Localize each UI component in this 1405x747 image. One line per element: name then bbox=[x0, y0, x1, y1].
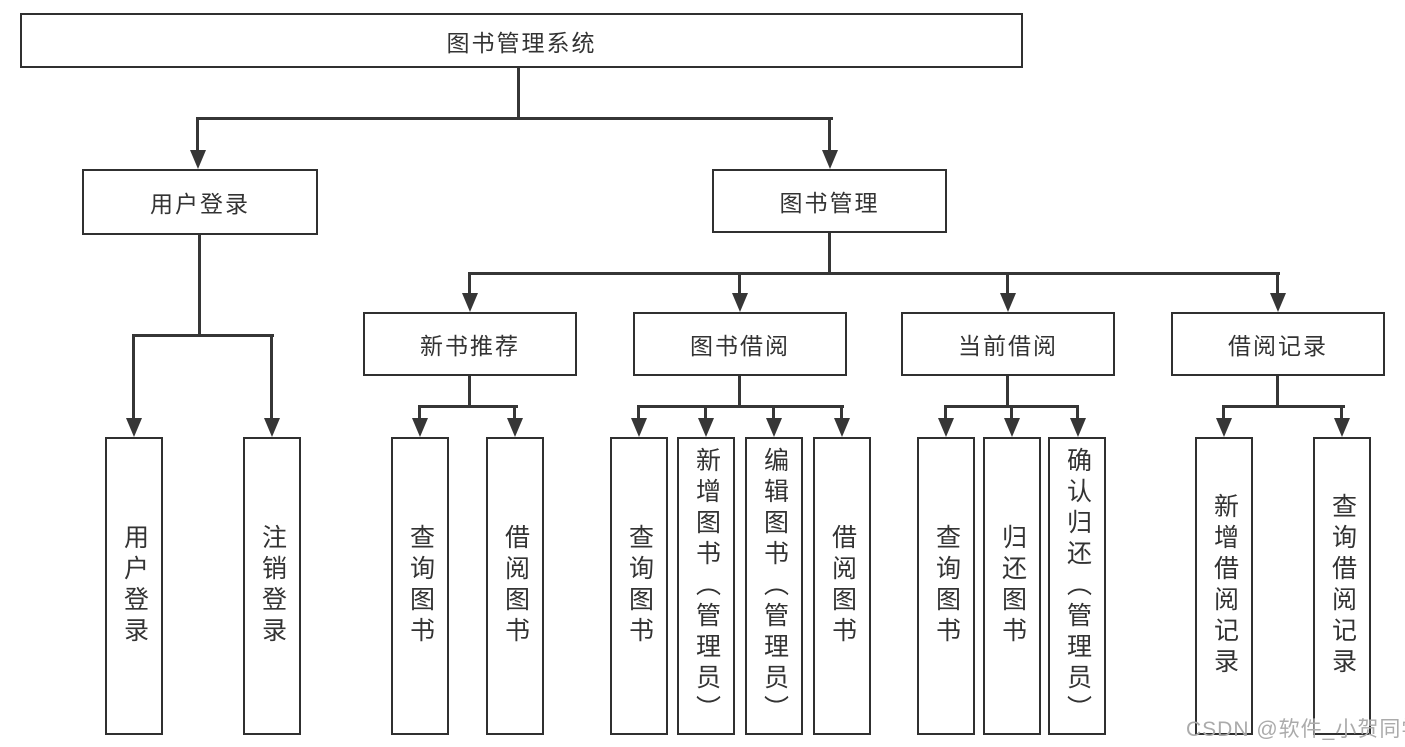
connector-root-stem bbox=[517, 68, 520, 118]
connector-stem-leaf bbox=[1340, 405, 1343, 421]
leaf-add-books-admin: 新增图书（管理员） bbox=[677, 437, 735, 735]
connector-stem-leaf bbox=[270, 334, 273, 419]
arrow-down-icon bbox=[1334, 418, 1350, 437]
node-current-borrowing: 当前借阅 bbox=[901, 312, 1115, 376]
connector-user-login-split bbox=[132, 334, 274, 337]
leaf-borrow-books-2-label: 借阅图书 bbox=[828, 524, 857, 648]
node-new-book-recommend: 新书推荐 bbox=[363, 312, 577, 376]
node-book-management: 图书管理 bbox=[712, 169, 947, 233]
arrow-down-icon bbox=[412, 418, 428, 437]
leaf-edit-books-admin-label: 编辑图书（管理员） bbox=[760, 446, 789, 726]
arrow-down-icon bbox=[834, 418, 850, 437]
watermark: CSDN @软件_小贺同学 bbox=[1186, 718, 1405, 741]
leaf-return-books-label: 归还图书 bbox=[998, 524, 1027, 648]
leaf-borrow-books-1-label: 借阅图书 bbox=[501, 524, 530, 648]
connector-group-stem bbox=[468, 376, 471, 408]
leaf-query-books-1-label: 查询图书 bbox=[406, 524, 435, 648]
leaf-edit-books-admin: 编辑图书（管理员） bbox=[745, 437, 803, 735]
arrow-down-icon bbox=[1004, 418, 1020, 437]
arrow-down-icon bbox=[822, 150, 838, 169]
connector-user-login-stem bbox=[198, 235, 201, 335]
connector-stem-new-book-recommend bbox=[468, 272, 471, 295]
connector-book-management-stem bbox=[828, 233, 831, 274]
arrow-down-icon bbox=[264, 418, 280, 437]
leaf-query-books-2-label: 查询图书 bbox=[625, 524, 654, 648]
leaf-add-books-admin-label: 新增图书（管理员） bbox=[692, 446, 721, 726]
node-book-borrowing: 图书借阅 bbox=[633, 312, 847, 376]
arrow-down-icon bbox=[1000, 293, 1016, 312]
connector-stem-leaf bbox=[132, 334, 135, 419]
connector-stem-leaf bbox=[1222, 405, 1225, 421]
leaf-add-borrow-record: 新增借阅记录 bbox=[1195, 437, 1253, 735]
connector-level1-split bbox=[197, 117, 833, 120]
arrow-down-icon bbox=[766, 418, 782, 437]
arrow-down-icon bbox=[698, 418, 714, 437]
arrow-down-icon bbox=[1070, 418, 1086, 437]
connector-stem-book-management bbox=[828, 117, 831, 151]
leaf-borrow-books-2: 借阅图书 bbox=[813, 437, 871, 735]
node-root: 图书管理系统 bbox=[20, 13, 1023, 68]
leaf-query-books-3-label: 查询图书 bbox=[932, 524, 961, 648]
connector-stem-leaf bbox=[704, 405, 707, 421]
arrow-down-icon bbox=[190, 150, 206, 169]
connector-stem-leaf bbox=[418, 405, 421, 421]
arrow-down-icon bbox=[507, 418, 523, 437]
connector-stem-leaf bbox=[637, 405, 640, 421]
connector-stem-user-login bbox=[196, 117, 199, 151]
leaf-borrow-books-1: 借阅图书 bbox=[486, 437, 544, 735]
leaf-add-borrow-record-label: 新增借阅记录 bbox=[1210, 493, 1239, 679]
leaf-query-borrow-record-label: 查询借阅记录 bbox=[1328, 493, 1357, 679]
connector-group-stem bbox=[1276, 376, 1279, 408]
node-book-borrowing-label: 图书借阅 bbox=[690, 333, 790, 359]
connector-stem-leaf bbox=[1076, 405, 1079, 421]
connector-stem-current-borrowing bbox=[1006, 272, 1009, 295]
connector-group-stem bbox=[1006, 376, 1009, 408]
connector-stem-leaf bbox=[772, 405, 775, 421]
connector-stem-book-borrowing bbox=[738, 272, 741, 295]
leaf-logout: 注销登录 bbox=[243, 437, 301, 735]
node-user-login: 用户登录 bbox=[82, 169, 318, 235]
leaf-return-books: 归还图书 bbox=[983, 437, 1041, 735]
node-borrowing-records-label: 借阅记录 bbox=[1228, 333, 1328, 359]
connector-stem-leaf bbox=[1010, 405, 1013, 421]
node-new-book-recommend-label: 新书推荐 bbox=[420, 333, 520, 359]
leaf-confirm-return-admin: 确认归还（管理员） bbox=[1048, 437, 1106, 735]
connector-group-stem bbox=[738, 376, 741, 408]
node-current-borrowing-label: 当前借阅 bbox=[958, 333, 1058, 359]
leaf-confirm-return-admin-label: 确认归还（管理员） bbox=[1063, 446, 1092, 726]
arrow-down-icon bbox=[1270, 293, 1286, 312]
leaf-logout-label: 注销登录 bbox=[258, 524, 287, 648]
node-root-label: 图书管理系统 bbox=[446, 29, 597, 56]
node-book-management-label: 图书管理 bbox=[779, 190, 880, 216]
connector-group-split bbox=[418, 405, 518, 408]
leaf-query-books-1: 查询图书 bbox=[391, 437, 449, 735]
leaf-query-books-3: 查询图书 bbox=[917, 437, 975, 735]
connector-stem-borrowing-records bbox=[1276, 272, 1279, 295]
node-user-login-label: 用户登录 bbox=[150, 191, 250, 217]
connector-group-split bbox=[637, 405, 844, 408]
connector-level3-split bbox=[468, 272, 1280, 275]
arrow-down-icon bbox=[631, 418, 647, 437]
arrow-down-icon bbox=[126, 418, 142, 437]
leaf-user-login: 用户登录 bbox=[105, 437, 163, 735]
leaf-user-login-label: 用户登录 bbox=[120, 524, 149, 648]
arrow-down-icon bbox=[938, 418, 954, 437]
arrow-down-icon bbox=[732, 293, 748, 312]
connector-group-split bbox=[1222, 405, 1345, 408]
connector-stem-leaf bbox=[944, 405, 947, 421]
arrow-down-icon bbox=[462, 293, 478, 312]
connector-stem-leaf bbox=[840, 405, 843, 421]
node-borrowing-records: 借阅记录 bbox=[1171, 312, 1385, 376]
leaf-query-books-2: 查询图书 bbox=[610, 437, 668, 735]
connector-stem-leaf bbox=[513, 405, 516, 421]
arrow-down-icon bbox=[1216, 418, 1232, 437]
leaf-query-borrow-record: 查询借阅记录 bbox=[1313, 437, 1371, 735]
